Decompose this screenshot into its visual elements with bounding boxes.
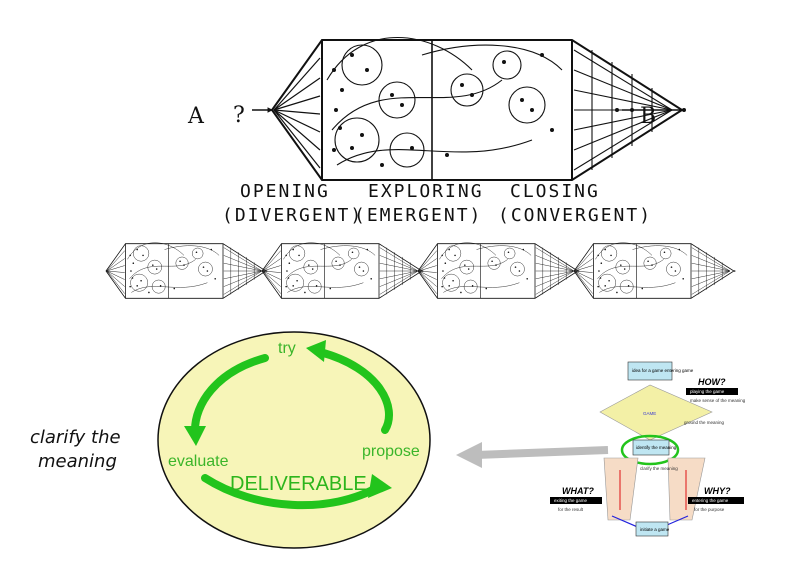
phase-opening-kind: (DIVERGENT) — [222, 205, 363, 226]
phase-closing-kind: (CONVERGENT) — [498, 205, 652, 226]
cycle-step-evaluate: evaluate — [168, 453, 229, 470]
center-box — [632, 439, 670, 456]
how-sub: playing the game — [690, 389, 725, 394]
phase-exploring-name: EXPLORING — [368, 181, 484, 202]
repeated-sketch — [573, 242, 736, 299]
what-sub: exiting the game — [554, 498, 588, 503]
top-box — [627, 361, 673, 381]
bottom-box-text: initiate a game — [640, 527, 670, 532]
what-heading: WHAT? — [562, 486, 594, 496]
how-heading: HOW? — [698, 377, 726, 387]
bottom-box — [635, 521, 669, 537]
center-box-text: identify the meaning — [636, 445, 677, 450]
what-note: for the result — [558, 507, 584, 512]
connector-arrow — [456, 442, 609, 468]
why-sub: entering the game — [692, 498, 729, 503]
caption-line-1: clarify the — [30, 427, 121, 448]
cycle-arrowheads — [184, 340, 392, 498]
repeated-sketch — [417, 242, 580, 299]
cycle-arrows — [191, 348, 393, 510]
start-label: A — [187, 104, 205, 129]
how-note: make sense of the meaning — [690, 398, 746, 403]
why-note: for the purpose — [694, 507, 725, 512]
end-label: B — [640, 104, 656, 129]
question-mark: ? — [233, 103, 245, 128]
phase-closing-name: CLOSING — [510, 181, 600, 202]
repeated-sketch — [261, 242, 424, 299]
why-heading: WHY? — [704, 486, 731, 496]
repeated-sketch-row — [105, 242, 736, 299]
divergence-convergence-sketch — [252, 36, 687, 181]
caption-line-2: meaning — [38, 451, 117, 472]
deliverable-label: DELIVERABLE — [230, 473, 367, 495]
repeated-sketch — [105, 242, 268, 299]
phase-exploring-kind: (EMERGENT) — [354, 205, 482, 226]
clarify-note: clarify the meaning — [640, 466, 678, 471]
cycle-step-propose: propose — [362, 443, 420, 460]
game-map: idea for a game entering game GAME ident… — [550, 361, 746, 537]
game-label: GAME — [643, 411, 656, 416]
phase-opening-name: OPENING — [240, 181, 330, 202]
ground-note: ground the meaning — [684, 420, 725, 425]
top-box-text: idea for a game entering game — [632, 368, 694, 373]
cycle-step-try: try — [278, 340, 296, 357]
